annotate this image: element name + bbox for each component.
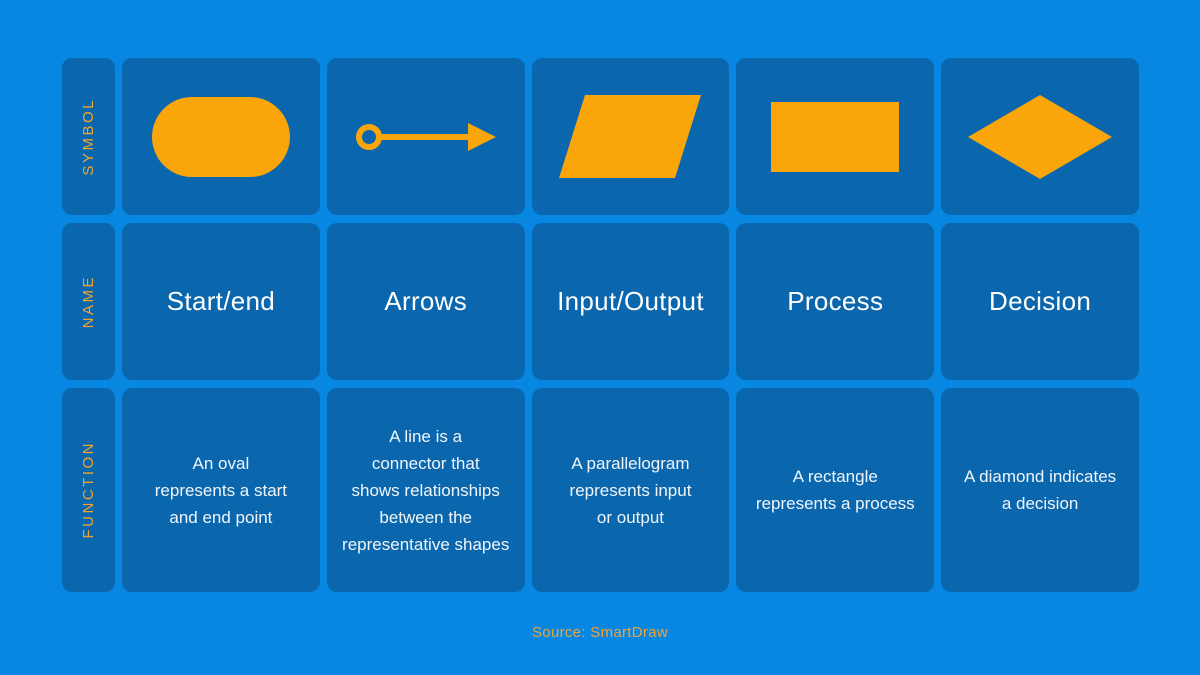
row-header-function: FUNCTION [62, 388, 115, 592]
function-text: A diamond indicates a decision [964, 467, 1117, 513]
parallelogram-icon [559, 95, 702, 178]
row-header-symbol-label: SYMBOL [80, 97, 97, 176]
oval-icon [151, 96, 290, 177]
symbol-cell-input-output [531, 58, 730, 215]
name-label: Arrows [384, 286, 468, 316]
row-header-function-label: FUNCTION [80, 441, 97, 539]
function-cell-arrows: A line is a connector that shows relatio… [326, 388, 525, 592]
symbol-cell-decision [941, 58, 1139, 215]
flowchart-symbol-table: SYMBOL NAME Start/end Arrows [62, 58, 1139, 592]
function-cell-input-output: A parallelogram represents input or outp… [531, 388, 730, 592]
function-text: A rectangle represents a process [755, 467, 915, 513]
function-cell-start-end: An oval represents a start and end point [122, 388, 320, 592]
name-cell-input-output: Input/Output [531, 223, 730, 380]
function-cell-decision: A diamond indicates a decision [941, 388, 1139, 592]
symbol-cell-process [736, 58, 935, 215]
row-header-symbol: SYMBOL [62, 58, 115, 215]
rectangle-icon [771, 101, 900, 172]
diamond-icon [968, 94, 1113, 179]
symbol-cell-arrows [326, 58, 525, 215]
row-header-name-label: NAME [80, 274, 97, 329]
name-cell-process: Process [736, 223, 935, 380]
name-label: Start/end [166, 286, 275, 316]
source-credit: Source: SmartDraw [532, 624, 668, 641]
name-cell-decision: Decision [941, 223, 1139, 380]
row-header-name: NAME [62, 223, 115, 380]
function-text: A line is a connector that shows relatio… [342, 426, 510, 554]
name-cell-start-end: Start/end [122, 223, 320, 380]
arrow-icon [355, 122, 496, 151]
function-text: A parallelogram represents input or outp… [569, 453, 692, 527]
name-label: Input/Output [557, 286, 704, 316]
name-label: Process [787, 286, 884, 316]
function-cell-process: A rectangle represents a process [736, 388, 935, 592]
name-label: Decision [989, 286, 1092, 316]
function-text: An oval represents a start and end point [154, 453, 288, 527]
symbol-cell-start-end [122, 58, 320, 215]
name-cell-arrows: Arrows [326, 223, 525, 380]
